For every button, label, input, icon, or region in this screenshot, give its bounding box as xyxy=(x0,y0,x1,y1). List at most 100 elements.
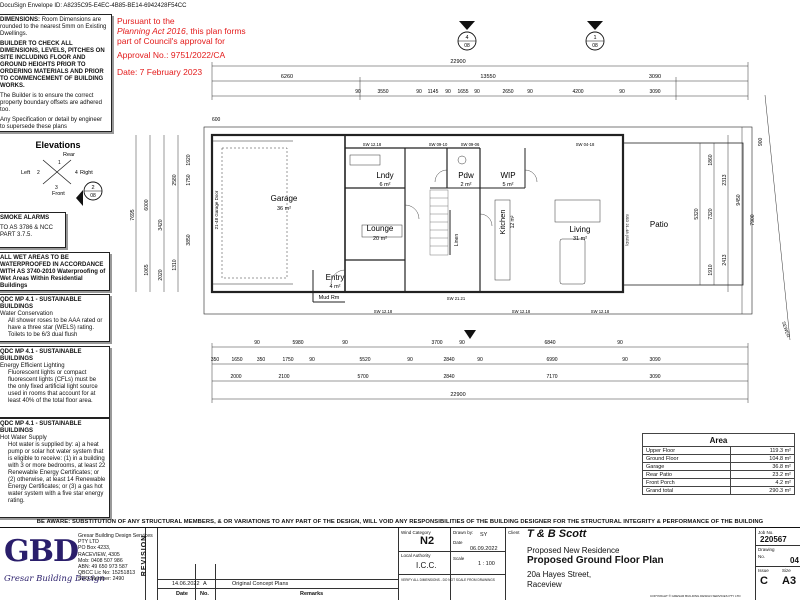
marker-top1-num: 4 xyxy=(465,35,468,41)
window-tag-1: SW 09-06 xyxy=(461,142,480,147)
marker-top1-sheet: 08 xyxy=(464,43,470,49)
dim-t3-2: 90 xyxy=(416,89,422,95)
dim-b2-10: 90 xyxy=(622,357,628,363)
revision-date-header: Date xyxy=(176,591,188,597)
area-label: Rear Patio xyxy=(642,470,731,479)
top-overall-dim: 22900 xyxy=(450,59,465,65)
area-value: 4.2 m² xyxy=(729,478,796,487)
company-po-box: PO Box 4233, xyxy=(78,545,111,552)
room-kitchen-area: 12 m² xyxy=(510,215,516,228)
revision-row-remark: Original Concept Plans xyxy=(232,581,289,587)
building-outline xyxy=(203,126,753,315)
dim-b3-1: 2100 xyxy=(278,374,289,380)
drawing-no-label: Drawing No. xyxy=(758,547,775,559)
wet-areas-box: ALL WET AREAS TO BE WATERPROOFED IN ACCO… xyxy=(0,252,110,291)
company-qbcc: QBCC Lic No: 15251813 xyxy=(78,570,136,577)
local-authority-label: Local Authority xyxy=(401,553,431,558)
drawn-by-label: Drawn by: xyxy=(453,530,474,535)
logo-subtitle: Gresar Building Design xyxy=(4,574,105,584)
dim-b2-7: 2840 xyxy=(443,357,454,363)
window-tag-3: SW 09-10 xyxy=(429,142,448,147)
copyright-note: COPYRIGHT ® GRESAR BUILDING DESIGN SERVI… xyxy=(650,594,741,598)
room-kitchen: Kitchen xyxy=(498,209,507,234)
dim-t3-5: 1655 xyxy=(457,89,468,95)
area-table-title: Area xyxy=(642,433,795,447)
drawing-no-value: 04 xyxy=(790,556,799,565)
approval-line2: , this plan forms part of Council's appr… xyxy=(117,26,246,46)
dim-b1-6: 90 xyxy=(617,340,623,346)
drawing-title: Proposed Ground Floor Plan xyxy=(527,555,664,566)
docusign-envelope-id: DocuSign Envelope ID: A8235C95-E4EC-4B85… xyxy=(0,3,187,9)
dim-r-2: 2313 xyxy=(722,174,728,185)
top-row3-dims: 90 3550 90 1145 90 1655 90 2650 90 4200 … xyxy=(355,89,661,95)
company-abn: ABN: 49 650 973 587 xyxy=(78,564,128,571)
smoke-alarms-title: SMOKE ALARMS xyxy=(0,215,50,221)
marker-top2-sheet: 08 xyxy=(592,43,598,49)
dim-b2-6: 90 xyxy=(407,357,413,363)
left-dims: 7695 6000 3420 2580 1920 1065 1310 2020 … xyxy=(130,154,192,280)
approval-number: Approval No.: 9751/2022/CA xyxy=(117,50,226,60)
dim-b1-2: 90 xyxy=(342,340,348,346)
dim-r-6: 1910 xyxy=(708,264,714,275)
dim-l-6: 1310 xyxy=(172,259,178,270)
hot-water-title: QDC MP 4.1 - SUSTAINABLE BUILDINGS xyxy=(0,421,82,434)
elevations-title: Elevations xyxy=(35,140,80,150)
room-lndy-area: 6 m² xyxy=(380,182,391,188)
dim-b2-0: 350 xyxy=(211,357,220,363)
dim-b1-5: 6840 xyxy=(544,340,555,346)
dim-t3-0: 90 xyxy=(355,89,361,95)
dim-b1-1: 5980 xyxy=(292,340,303,346)
dim-r-4: 9450 xyxy=(736,194,742,205)
builder-ensure-note: The Builder is to ensure the correct pro… xyxy=(0,93,102,113)
dim-l-0: 7695 xyxy=(130,209,136,220)
garage-door-label: 21-48 Garage Door xyxy=(214,190,219,229)
energy-lighting-box: QDC MP 4.1 - SUSTAINABLE BUILDINGS Energ… xyxy=(0,346,110,418)
dim-t3-10: 90 xyxy=(619,89,625,95)
hot-water-subtitle: Hot Water Supply xyxy=(0,435,47,441)
window-tag-6: SW 12.18 xyxy=(512,309,531,314)
local-authority-value: I.C.C. xyxy=(416,561,437,570)
dimensions-note-box: DIMENSIONS: Room Dimensions are rounded … xyxy=(0,14,112,132)
section-marker-top-1: 4 08 xyxy=(457,21,477,51)
drawn-by-value: SY xyxy=(480,532,488,538)
dim-b2-2: 350 xyxy=(257,357,266,363)
area-label: Ground Floor xyxy=(642,454,731,463)
scale-value: 1 : 100 xyxy=(478,561,495,567)
room-pdw: Pdw xyxy=(458,171,474,180)
room-labels: Garage 36 m² Lounge 20 m² Entry 4 m² Lnd… xyxy=(271,171,669,301)
dim-r-3: 2413 xyxy=(722,254,728,265)
hot-water-box: QDC MP 4.1 - SUSTAINABLE BUILDINGS Hot W… xyxy=(0,418,110,518)
project-name: Proposed New Residence xyxy=(527,546,620,555)
bottom-overall-dim: 22900 xyxy=(450,392,465,398)
client-name: T & B Scott xyxy=(527,528,587,540)
section-marker-left: 2 08 xyxy=(76,181,103,206)
title-block xyxy=(0,527,800,601)
dim-t3-1: 3550 xyxy=(377,89,388,95)
right-dims: 5320 7320 2313 2413 9450 7900 1910 1860 xyxy=(694,154,756,275)
dim-t3-3: 1145 xyxy=(428,89,439,95)
builder-check-note: BUILDER TO CHECK ALL DIMENSIONS, LEVELS,… xyxy=(0,41,105,89)
revision-row-rev: A xyxy=(203,581,207,587)
right-dimension-lines xyxy=(699,94,791,341)
energy-lighting-subtitle: Energy Efficient Lighting xyxy=(0,363,65,369)
window-tag-7: SW 12.18 xyxy=(591,309,610,314)
council-approval-stamp: Pursuant to the Planning Act 2016, this … xyxy=(117,16,247,77)
dim-b1-4: 90 xyxy=(459,340,465,346)
dim-r-7: 1860 xyxy=(708,154,714,165)
elevations-key-icon xyxy=(42,159,72,185)
window-tag-4: SW 12.18 xyxy=(374,309,393,314)
project-street: 20a Hayes Street, xyxy=(527,570,592,579)
room-lounge: Lounge xyxy=(367,224,394,233)
revision-label: REVISION xyxy=(141,534,149,577)
elevation-left-label: Left xyxy=(21,170,31,176)
size-value: A3 xyxy=(782,575,797,587)
room-mud-rm: Mud Rm xyxy=(319,295,340,301)
bottom-dimension-lines xyxy=(211,343,749,403)
window-tag-2: SW 04-18 xyxy=(576,142,595,147)
dim-side-900: 900 xyxy=(758,137,764,146)
